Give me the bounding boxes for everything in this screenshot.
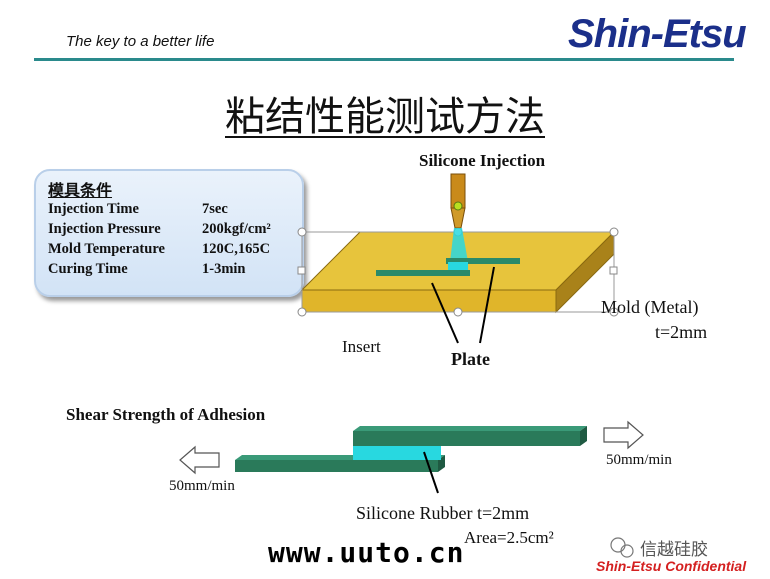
- speed-left-label: 50mm/min: [169, 478, 235, 494]
- shin-etsu-logo: Shin-Etsu: [568, 12, 747, 56]
- injection-nozzle: [450, 173, 466, 229]
- tagline: The key to a better life: [66, 33, 215, 50]
- condition-value: 120C,165C: [202, 241, 271, 257]
- mold-thickness-label: t=2mm: [655, 322, 708, 342]
- condition-label: Mold Temperature: [48, 241, 165, 257]
- condition-label: Injection Pressure: [48, 221, 161, 237]
- header-divider: [34, 58, 734, 61]
- silicone-injection-label: Silicone Injection: [419, 151, 546, 170]
- top-plate: [446, 258, 520, 264]
- silicone-rubber-label: Silicone Rubber t=2mm: [356, 503, 530, 523]
- arrow-right-icon: [603, 420, 644, 450]
- conditions-heading: 模具条件: [48, 181, 113, 200]
- insert-label: Insert: [342, 337, 381, 356]
- condition-label: Injection Time: [48, 201, 139, 217]
- confidential-label: Shin-Etsu Confidential: [596, 558, 747, 574]
- mold-conditions-box: 模具条件 Injection Time 7sec Injection Press…: [34, 169, 304, 297]
- speed-right-label: 50mm/min: [606, 452, 672, 468]
- plate-label: Plate: [451, 349, 490, 369]
- wechat-icon: [610, 537, 634, 558]
- silicone-joint: [448, 262, 468, 270]
- plate-pointer-2: [479, 266, 495, 344]
- insert-plate: [376, 270, 470, 276]
- plate-pointer-1: [431, 282, 459, 344]
- rubber-pointer: [423, 451, 439, 494]
- condition-value: 200kgf/cm²: [202, 221, 271, 237]
- mold-label: Mold (Metal): [601, 297, 699, 317]
- page-title: 粘结性能测试方法: [225, 94, 545, 140]
- condition-label: Curing Time: [48, 261, 128, 277]
- wechat-account-label: 信越硅胶: [640, 540, 708, 560]
- watermark: www.uuto.cn: [268, 536, 465, 569]
- shear-specimen: [235, 426, 587, 472]
- condition-value: 1-3min: [202, 261, 246, 277]
- area-label: Area=2.5cm²: [464, 528, 554, 547]
- condition-value: 7sec: [202, 201, 228, 217]
- silicone-flow: [450, 228, 468, 262]
- shear-heading: Shear Strength of Adhesion: [66, 405, 266, 424]
- arrow-left-icon: [179, 445, 220, 475]
